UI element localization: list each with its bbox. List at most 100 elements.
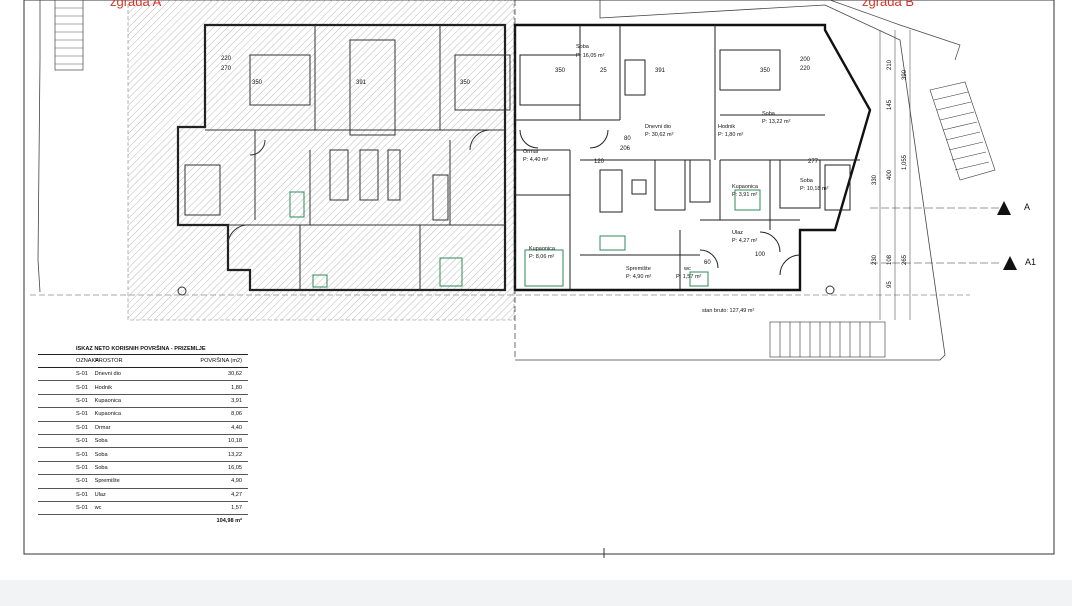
building-a-label: zgrada A <box>110 0 162 9</box>
room-omar-area: P: 4,40 m² <box>523 157 549 163</box>
table-row: S-01 Soba 16,05 <box>38 462 248 476</box>
room-soba-2-name: Soba <box>762 111 776 117</box>
section-marker-a-triangle <box>997 201 1011 215</box>
cell-povrsina: 3,91 <box>231 397 242 404</box>
room-soba-1-name: Soba <box>576 44 590 50</box>
room-omar-name: Ormar <box>523 149 539 155</box>
dim-391-a: 391 <box>356 80 367 86</box>
room-kupaonica-1-name: Kupaonica <box>732 184 759 190</box>
area-table-header: OZNAKA PROSTOR POVRŠINA (m2) <box>38 354 248 368</box>
room-hodnik-area: P: 1,80 m² <box>718 132 744 138</box>
dim-25: 25 <box>600 68 607 74</box>
cell-povrsina: 8,06 <box>231 411 242 418</box>
room-dnevni-name: Dnevni dio <box>645 124 671 130</box>
column-marker-a <box>177 286 187 296</box>
stair-right <box>929 81 996 181</box>
dim-350-c: 350 <box>555 68 566 74</box>
cell-oznaka: S-01 <box>76 464 88 471</box>
cell-oznaka: S-01 <box>76 424 88 431</box>
room-soba-2-area: P: 13,22 m² <box>762 119 791 125</box>
cell-oznaka: S-01 <box>76 478 88 485</box>
area-table-total-row: 104,98 m² <box>38 515 248 527</box>
header-oznaka: OZNAKA <box>76 358 100 364</box>
site-boundary-right <box>515 0 946 361</box>
dim-210: 210 <box>887 59 893 70</box>
cell-oznaka: S-01 <box>76 505 88 512</box>
section-marker-a1-label: A1 <box>1025 257 1037 267</box>
cell-oznaka: S-01 <box>76 491 88 498</box>
header-povrsina: POVRŠINA (m2) <box>200 358 242 364</box>
table-row: S-01 Ulaz 4,27 <box>38 489 248 502</box>
site-boundary-right-outer <box>829 0 961 61</box>
cell-prostor: Hodnik <box>94 384 113 391</box>
cell-prostor: Soba <box>94 451 108 458</box>
cell-povrsina: 4,27 <box>231 491 242 498</box>
room-soba-3-name: Soba <box>800 178 814 184</box>
cell-povrsina: 10,18 <box>228 438 242 445</box>
header-prostor: PROSTOR <box>95 358 123 364</box>
dim-270: 270 <box>221 66 232 72</box>
dim-390: 390 <box>902 69 908 80</box>
cell-prostor: Ormar <box>94 424 111 431</box>
dim-95: 95 <box>887 281 893 288</box>
building-b-walls <box>513 23 872 292</box>
table-row: S-01 Ormar 4,40 <box>38 422 248 435</box>
room-spremiste-area: P: 4,90 m² <box>626 274 652 280</box>
cell-prostor: Soba <box>94 438 108 445</box>
cell-prostor: Soba <box>94 464 108 471</box>
dim-1055: 1,055 <box>902 154 908 170</box>
room-soba-1-area: P: 16,05 m² <box>576 53 605 59</box>
dim-100: 100 <box>755 252 766 258</box>
cell-prostor: Spremište <box>94 478 120 485</box>
brutto-area-label: stan bruto: 127,49 m² <box>702 308 754 314</box>
room-kupaonica-2-area: P: 8,06 m² <box>529 254 555 260</box>
viewer-footer-band <box>0 580 1072 606</box>
column-marker-b <box>825 285 835 295</box>
room-ulaz-name: Ulaz <box>732 230 743 236</box>
cell-oznaka: S-01 <box>76 411 88 418</box>
cell-prostor: Kupaonica <box>94 397 122 404</box>
dim-120: 120 <box>594 159 605 165</box>
room-kupaonica-1-area: P: 3,91 m² <box>732 192 758 198</box>
table-row: S-01 Soba 10,18 <box>38 435 248 449</box>
dim-145: 145 <box>887 99 893 110</box>
building-a-hatch <box>127 0 515 321</box>
cell-oznaka: S-01 <box>76 451 88 458</box>
cell-povrsina: 1,80 <box>231 384 242 391</box>
cell-prostor: Ulaz <box>94 491 106 498</box>
cell-prostor: Dnevni dio <box>94 371 122 378</box>
dim-350-b: 350 <box>460 80 471 86</box>
area-table-title: ISKAZ NETO KORISNIH POVRŠINA - PRIZEMLJE <box>76 346 206 352</box>
building-b-label: zgrada B <box>862 0 915 9</box>
cell-oznaka: S-01 <box>76 438 88 445</box>
dim-80: 80 <box>624 136 631 142</box>
cell-povrsina: 13,22 <box>228 451 242 458</box>
room-wc-name: wc <box>683 266 691 272</box>
room-spremiste-name: Spremište <box>626 266 651 272</box>
dim-220-a: 220 <box>221 56 232 62</box>
cell-oznaka: S-01 <box>76 397 88 404</box>
room-soba-3-area: P: 10,18 m² <box>800 186 829 192</box>
dim-350-d: 350 <box>760 68 771 74</box>
dim-60: 60 <box>704 260 711 266</box>
dim-200: 200 <box>800 57 811 63</box>
dim-350-a: 350 <box>252 80 263 86</box>
dim-206: 206 <box>620 146 631 152</box>
dim-108: 108 <box>887 254 893 265</box>
room-ulaz-area: P: 4,27 m² <box>732 238 758 244</box>
cell-povrsina: 30,62 <box>228 371 242 378</box>
section-marker-a1-triangle <box>1003 256 1017 270</box>
area-table-total: 104,98 m² <box>216 518 243 525</box>
cell-povrsina: 16,05 <box>228 464 242 471</box>
cell-prostor: Kupaonica <box>94 411 122 418</box>
room-dnevni-area: P: 30,62 m² <box>645 132 674 138</box>
dim-277: 277 <box>808 159 819 165</box>
room-kupaonica-2-name: Kupaonica <box>529 246 556 252</box>
room-hodnik-name: Hodnik <box>718 124 735 130</box>
dim-391-b: 391 <box>655 68 666 74</box>
cell-povrsina: 4,40 <box>231 424 242 431</box>
